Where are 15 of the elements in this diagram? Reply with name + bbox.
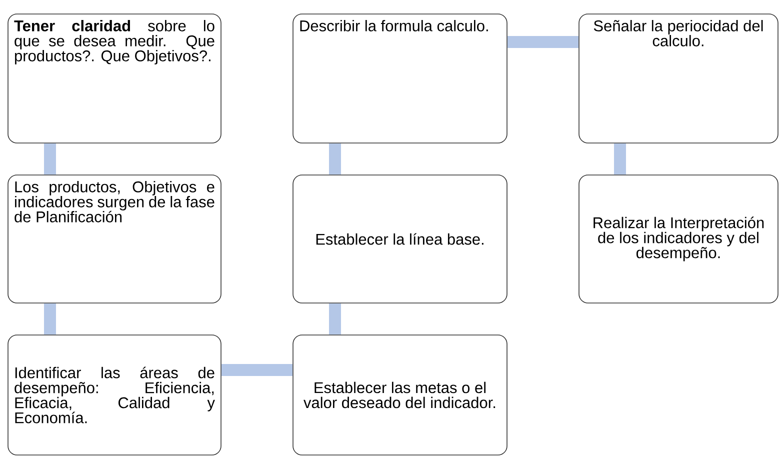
process-box: Señalar la periocidad del calculo. bbox=[578, 14, 778, 144]
process-box: Tener claridad sobre lo que se desea medir. Que productos?. Que Objetivos?. bbox=[8, 14, 222, 144]
connector-line bbox=[44, 144, 56, 174]
process-box: Realizar la Interpretación de los indicadores y del desempeño. bbox=[578, 174, 778, 304]
connector-line bbox=[44, 304, 56, 334]
process-box: Identificar las áreas de desempeño: Eficiencia, Eficacia, Calidad y Economía. bbox=[8, 334, 222, 456]
connector-line bbox=[329, 304, 341, 334]
connector-line bbox=[329, 144, 341, 174]
connector-line bbox=[614, 144, 626, 174]
connector-line bbox=[222, 364, 292, 376]
process-box: Establecer las metas o el valor deseado del indicador. bbox=[292, 334, 508, 456]
process-box: Describir la formula calculo. bbox=[292, 14, 508, 144]
process-box: Establecer la línea base. bbox=[292, 174, 508, 304]
connector-line bbox=[508, 36, 578, 48]
process-box: Los productos, Objetivos e indicadores surgen de la fase de Planificación bbox=[8, 174, 222, 304]
